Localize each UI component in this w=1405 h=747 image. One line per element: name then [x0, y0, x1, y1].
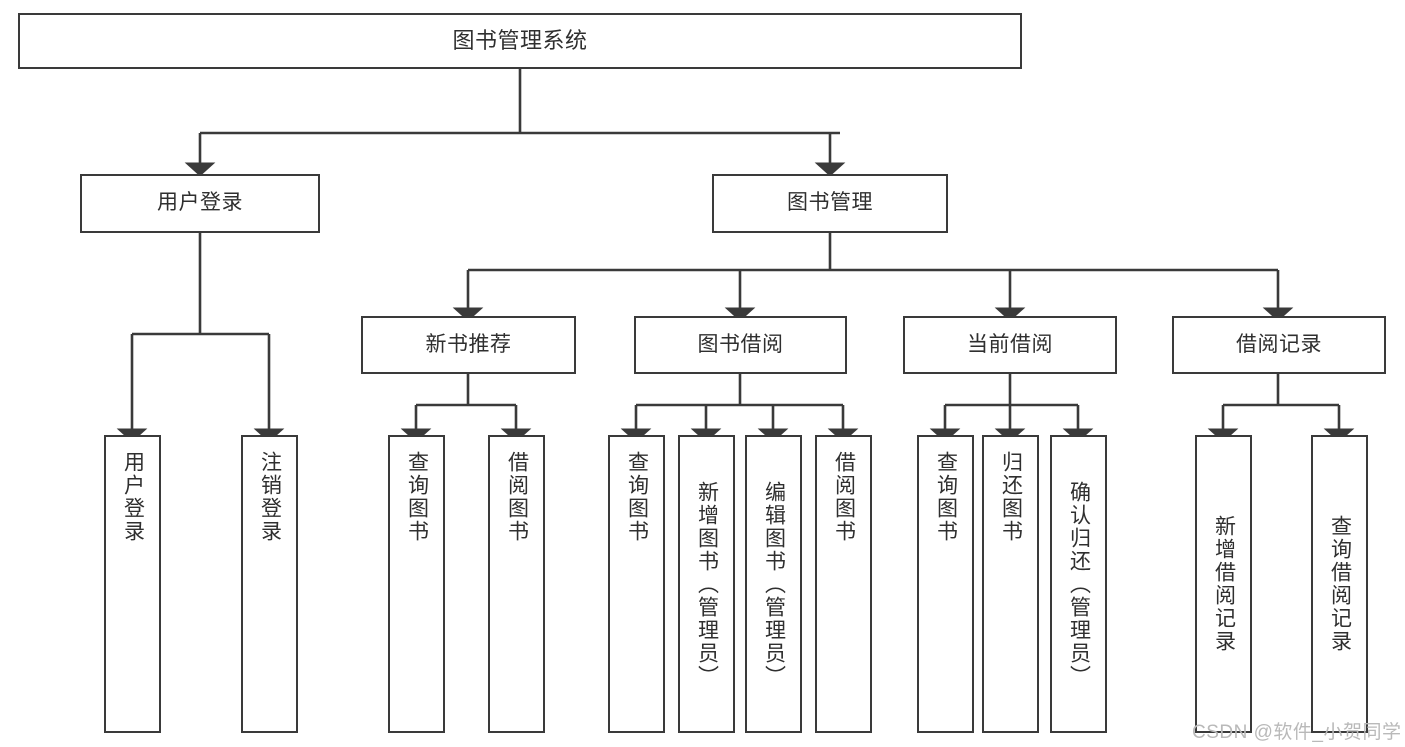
node-label: 借阅记录: [1236, 332, 1322, 356]
leaf-borrow-query-book[interactable]: 查询图书: [608, 435, 665, 733]
node-label: 借阅图书: [832, 451, 856, 543]
node-label: 新书推荐: [425, 332, 512, 356]
csdn-watermark: CSDN @软件_小贺同学: [1192, 722, 1402, 743]
node-label: 当前借阅: [967, 332, 1053, 356]
leaf-recommend-borrow-book[interactable]: 借阅图书: [488, 435, 545, 733]
node-book-management[interactable]: 图书管理: [712, 174, 948, 233]
node-label: 注销登录: [258, 451, 282, 543]
leaf-borrow-borrow-book[interactable]: 借阅图书: [815, 435, 872, 733]
node-label: 用户登录: [121, 451, 145, 543]
node-label: 归还图书: [999, 451, 1023, 543]
node-label: 图书借阅: [697, 332, 784, 356]
node-user-login[interactable]: 用户登录: [80, 174, 320, 233]
leaf-recommend-query-book[interactable]: 查询图书: [388, 435, 445, 733]
leaf-current-return-book[interactable]: 归还图书: [982, 435, 1039, 733]
node-label: 查询图书: [405, 451, 429, 543]
node-label: 用户登录: [157, 191, 243, 215]
node-label: 查询图书: [625, 451, 649, 543]
node-label: 图书管理: [787, 191, 873, 215]
node-label: 查询图书: [934, 451, 958, 543]
leaf-records-add-record[interactable]: 新增借阅记录: [1195, 435, 1252, 733]
leaf-records-query-record[interactable]: 查询借阅记录: [1311, 435, 1368, 733]
node-label: 新增借阅记录: [1212, 515, 1236, 653]
node-current-borrow[interactable]: 当前借阅: [903, 316, 1117, 374]
node-label: 新增图书（管理员）: [695, 480, 719, 688]
node-new-book-recommend[interactable]: 新书推荐: [361, 316, 576, 374]
node-root-system[interactable]: 图书管理系统: [18, 13, 1022, 69]
node-label: 图书管理系统: [452, 28, 588, 54]
node-label: 查询借阅记录: [1328, 515, 1352, 653]
leaf-user-login-logout[interactable]: 注销登录: [241, 435, 298, 733]
node-label: 借阅图书: [505, 451, 529, 543]
node-label: 确认归还（管理员）: [1067, 480, 1091, 688]
node-borrow-records[interactable]: 借阅记录: [1172, 316, 1386, 374]
leaf-borrow-add-book-admin[interactable]: 新增图书（管理员）: [678, 435, 735, 733]
leaf-user-login-login[interactable]: 用户登录: [104, 435, 161, 733]
node-book-borrow[interactable]: 图书借阅: [634, 316, 847, 374]
leaf-borrow-edit-book-admin[interactable]: 编辑图书（管理员）: [745, 435, 802, 733]
leaf-current-query-book[interactable]: 查询图书: [917, 435, 974, 733]
leaf-current-confirm-return-admin[interactable]: 确认归还（管理员）: [1050, 435, 1107, 733]
node-label: 编辑图书（管理员）: [762, 480, 786, 688]
